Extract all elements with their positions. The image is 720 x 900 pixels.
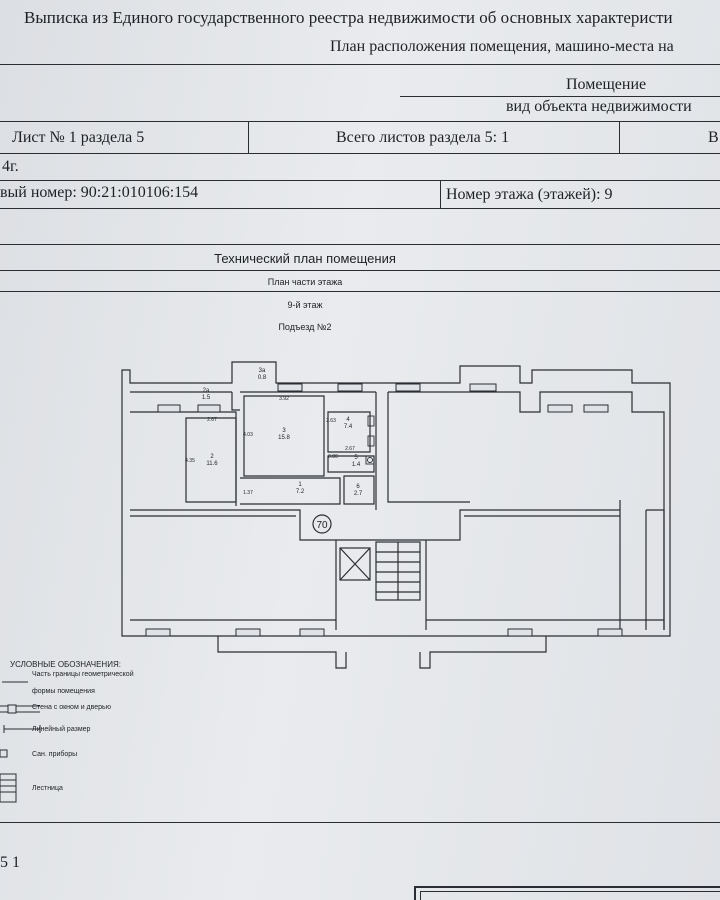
plan-part-label: План части этажа	[267, 277, 343, 287]
divider	[0, 153, 720, 154]
divider	[0, 64, 720, 65]
legend-item: Линейный размер	[32, 726, 91, 733]
room-1-area: 7.2	[296, 489, 305, 495]
room-6-number: 6	[356, 484, 360, 490]
divider	[0, 270, 720, 271]
floor-number: Номер этажа (этажей): 9	[446, 186, 613, 203]
room-4-number: 4	[346, 417, 350, 423]
dimension-label: 1.37	[243, 490, 253, 496]
cell-divider	[619, 121, 620, 153]
legend-heading: УСЛОВНЫЕ ОБОЗНАЧЕНИЯ:	[10, 660, 121, 669]
dimension-label: 4.03	[243, 432, 253, 438]
entrance-label: Подъезд №2	[278, 322, 332, 332]
object-type-caption: вид объекта недвижимости	[506, 98, 692, 115]
divider	[0, 121, 720, 122]
legend-item: Часть границы геометрической	[32, 671, 134, 678]
divider	[0, 180, 720, 181]
room-5-number: 5	[354, 455, 358, 461]
room-3-area: 15.8	[278, 435, 290, 441]
footer-fragment: 5 1	[0, 854, 20, 871]
room-2-number: 2	[210, 454, 214, 460]
divider	[400, 96, 720, 97]
room-2-area: 11.6	[206, 461, 218, 467]
room-1-number: 1	[298, 482, 302, 488]
room-2a-area: 1.5	[202, 395, 211, 401]
dimension-label: 4.35	[185, 458, 195, 464]
cadastral-number: вый номер: 90:21:010106:154	[0, 184, 199, 201]
room-3a-area: 0.8	[258, 375, 267, 381]
dimension-label: 2.63	[326, 418, 336, 424]
legend-item: формы помещения	[32, 688, 95, 695]
total-sheets: Всего листов раздела 5: 1	[336, 129, 510, 146]
sheet-number: Лист № 1 раздела 5	[12, 129, 145, 146]
divider	[0, 208, 720, 209]
legend-item: Стена с окном и дверью	[32, 704, 111, 711]
room-3a-number: 3а	[259, 368, 266, 374]
legend-item: Лестница	[32, 785, 63, 792]
entrance-marker-number: 70	[316, 520, 328, 531]
dimension-label: 3.92	[279, 396, 289, 402]
room-2a-number: 2а	[203, 388, 210, 394]
dimension-label: 2.67	[345, 446, 355, 452]
sheet-row-fragment: В	[708, 129, 719, 146]
object-type-value: Помещение	[566, 76, 647, 93]
date-fragment: 4г.	[2, 158, 19, 175]
technical-plan-title: Технический план помещения	[214, 251, 396, 266]
cell-divider	[248, 121, 249, 153]
room-4-area: 7.4	[344, 424, 353, 430]
room-6-area: 2.7	[354, 491, 363, 497]
legend-item: Сан. приборы	[32, 751, 78, 758]
entrance-marker	[312, 514, 332, 534]
room-5-area: 1.4	[352, 462, 361, 468]
dimension-label: 0.80	[328, 454, 338, 460]
divider	[0, 244, 720, 245]
stamp-frame	[414, 886, 720, 900]
floor-label: 9-й этаж	[287, 300, 323, 310]
cell-divider	[440, 180, 441, 208]
dimension-label: 2.67	[207, 417, 217, 423]
extract-title: Выписка из Единого государственного реес…	[24, 8, 673, 27]
divider	[0, 291, 720, 292]
stamp-frame-inner	[420, 891, 720, 900]
plan-layout-title: План расположения помещения, машино-мест…	[330, 38, 674, 55]
divider	[0, 822, 720, 823]
room-3-number: 3	[282, 428, 286, 434]
